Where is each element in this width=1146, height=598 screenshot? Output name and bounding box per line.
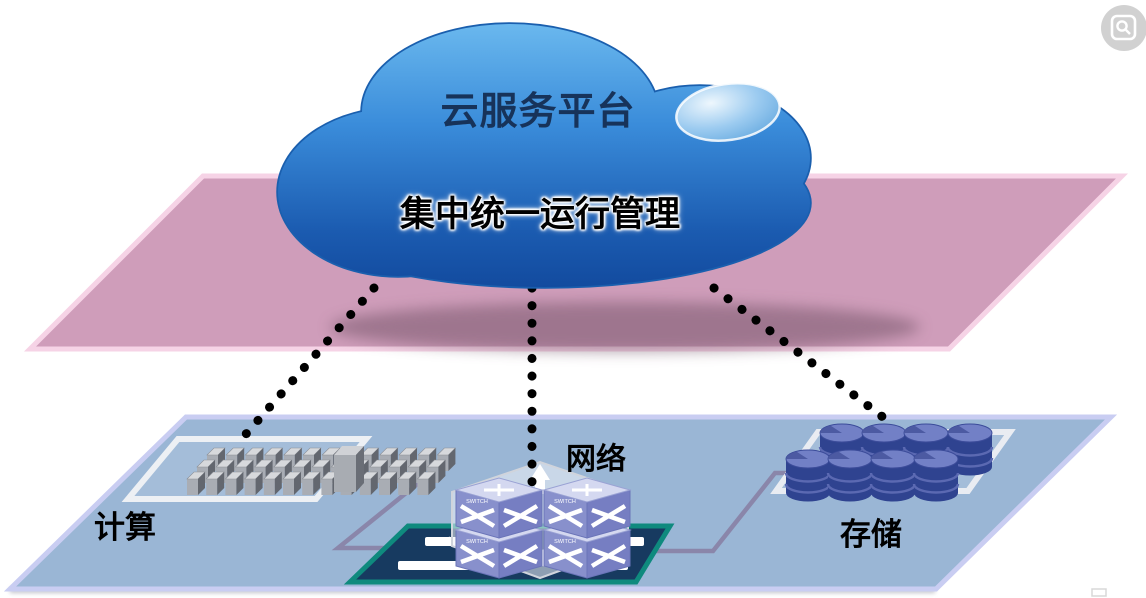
up-arrow-icon bbox=[530, 464, 550, 494]
storage-disk bbox=[826, 448, 874, 503]
switch-unit-label: SWITCH bbox=[554, 499, 576, 505]
switch-unit-label: SWITCH bbox=[466, 499, 488, 505]
cloud-shape bbox=[276, 22, 812, 289]
cloud-links bbox=[241, 283, 893, 499]
bottom-watermark-mark bbox=[1091, 588, 1107, 597]
switch-unit-label: SWITCH bbox=[466, 539, 488, 545]
cloud-title: 云服务平台 bbox=[440, 91, 636, 133]
cloud-subtitle: 集中统一运行管理 bbox=[399, 195, 680, 234]
storage-disk bbox=[784, 448, 832, 503]
network-label: 网络 bbox=[566, 443, 626, 476]
cloud-shadow bbox=[330, 302, 920, 352]
storage-disk bbox=[869, 448, 917, 503]
compute-label: 计算 bbox=[94, 510, 156, 545]
switch-stack-icon: SWITCH SWITCH SWITCH SWITCH bbox=[454, 477, 632, 579]
switch-unit-label: SWITCH bbox=[554, 539, 576, 545]
network-switch-unit: SWITCH bbox=[542, 477, 632, 539]
cloud-puff-highlight bbox=[675, 82, 781, 142]
link-cloud-compute bbox=[241, 283, 379, 439]
storage-disk bbox=[912, 448, 960, 503]
network-switch-unit: SWITCH bbox=[454, 477, 544, 539]
image-preview-watermark-icon[interactable] bbox=[1101, 5, 1146, 51]
link-cloud-storage bbox=[709, 283, 893, 426]
storage-label: 存储 bbox=[840, 517, 902, 552]
server-end-block bbox=[334, 446, 364, 492]
